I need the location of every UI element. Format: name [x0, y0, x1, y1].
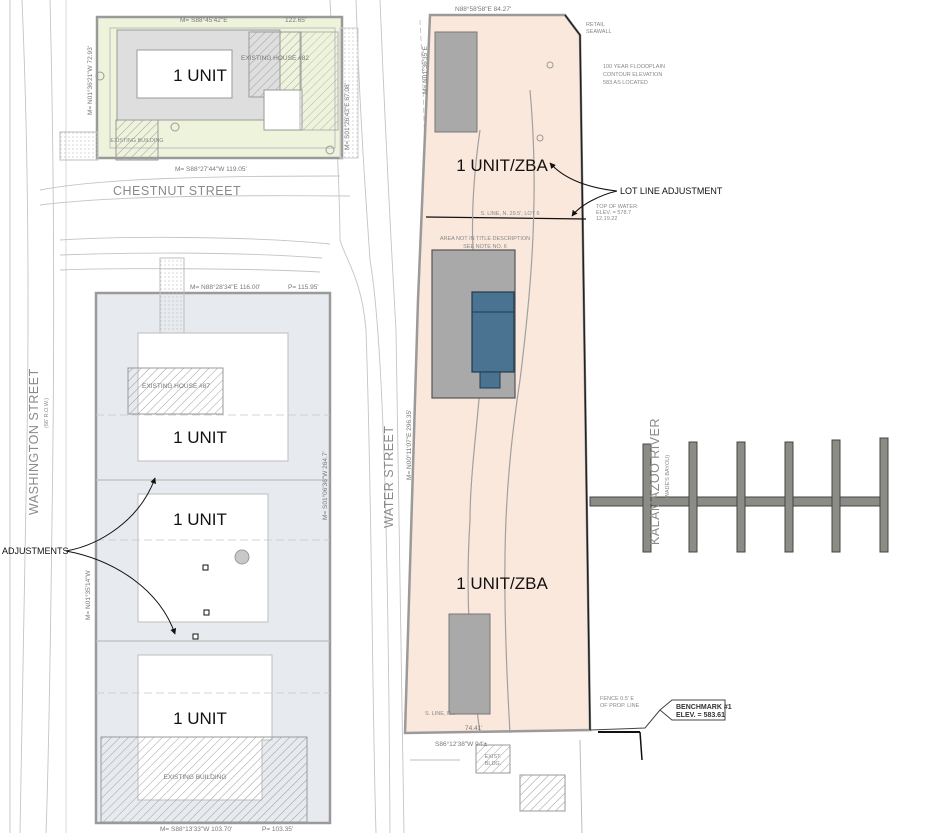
- dim-east-north: N88°58'58"E 84.27': [455, 5, 511, 13]
- dock: [589, 437, 889, 553]
- existing-building-top-label: EXISTING BUILDING: [110, 138, 163, 144]
- dim-top-north-len: 122.65': [285, 17, 306, 24]
- dim-east-south-len: 74.41': [465, 725, 483, 732]
- dim-east-west-mid: M= N00°11'07"E 296.35': [405, 410, 413, 480]
- dim-mid-north: M= N88°28'34"E 116.00': [190, 283, 260, 291]
- benchmark-elev: ELEV. = 583.61: [676, 712, 725, 719]
- dim-mid-south: M= S88°13'33"W 103.70': [160, 825, 232, 833]
- existing-house-82-label: EXISTING HOUSE #82: [241, 55, 309, 62]
- water-street-label: WATER STREET: [382, 425, 396, 528]
- floodplain-note-1: 100 YEAR FLOODPLAIN: [603, 64, 665, 70]
- unit-label-east-1: 1 UNIT/ZBA: [456, 156, 548, 175]
- dim-mid-east: M= S01°06'36"W 264.7': [321, 451, 329, 520]
- floodplain-note-2: CONTOUR ELEVATION: [603, 72, 662, 78]
- dim-top-south: M= S88°27'44"W 119.05': [175, 165, 247, 173]
- west-parcel: 1 UNIT 1 UNIT 1 UNIT EXISTING HOUSE #87 …: [84, 257, 332, 833]
- water-elev-note-2: ELEV. = 578.7: [596, 210, 631, 216]
- floodplain-note-3: 583 AS LOCATED: [603, 80, 648, 86]
- unit-label-north: 1 UNIT: [173, 66, 227, 85]
- north-parcel: 1 UNIT EXISTING HOUSE #82 EXISTING BUILD…: [59, 15, 359, 173]
- existing-small-building: EXIST. BLDG.: [410, 739, 583, 833]
- river-label: KALAMAZOO RIVER: [648, 418, 662, 545]
- benchmark-callout: BENCHMARK #1 ELEV. = 583.61: [589, 699, 732, 761]
- adjustments-label: ADJUSTMENTS: [2, 546, 69, 556]
- dim-east-south: S86°12'38"W 94'±: [435, 740, 488, 748]
- exist-bldg-small-line-1: EXIST.: [485, 754, 502, 760]
- unit-label-east-2: 1 UNIT/ZBA: [456, 574, 548, 593]
- dim-mid-north-p: P= 115.95': [288, 284, 319, 291]
- washington-row-label: (66' R.O.W.): [44, 398, 50, 428]
- chestnut-street-label: CHESTNUT STREET: [113, 184, 241, 198]
- dim-top-west: M= N01°36'21"W 72.93': [86, 46, 94, 115]
- lot-line-adjustment-label: LOT LINE ADJUSTMENT: [620, 186, 723, 196]
- existing-building-bottom-label: EXISTING BUILDING: [164, 774, 227, 781]
- fence-note-2: OF PROP. LINE: [600, 703, 640, 709]
- existing-house-87-label: EXISTING HOUSE #87: [142, 383, 210, 390]
- area-note-line-2: SEE NOTE NO. 6: [463, 244, 507, 250]
- water-elev-note-1: TOP OF WATER: [596, 204, 637, 210]
- retail-seawall-2: SEAWALL: [586, 29, 612, 35]
- unit-label-west-1: 1 UNIT: [173, 428, 227, 447]
- unit-label-west-3: 1 UNIT: [173, 709, 227, 728]
- s-line-bottom: S. LINE, N...: [425, 711, 456, 717]
- dim-mid-south-p: P= 103.35': [262, 826, 293, 833]
- washington-street-label: WASHINGTON STREET: [27, 368, 41, 515]
- s-line-lot6: S. LINE, N. 29.5', LOT 6: [480, 211, 539, 217]
- area-note-line-1: AREA NOT IN TITLE DESCRIPTION: [440, 236, 530, 242]
- dim-top-north: M= S88°45'42"E: [180, 16, 228, 24]
- lot-line-adjustment-callout: LOT LINE ADJUSTMENT: [549, 162, 723, 217]
- fence-note-1: FENCE 0.5' E: [600, 696, 634, 702]
- adjustments-callout: ADJUSTMENTS: [2, 477, 177, 635]
- dim-east-west-top: M= N01°36'35"E: [421, 45, 429, 94]
- water-elev-note-3: 12.19.22: [596, 216, 617, 222]
- exist-bldg-small-line-2: BLDG.: [485, 761, 502, 767]
- river-sub-label: (WADE'S BAYOU): [665, 455, 671, 500]
- benchmark-title: BENCHMARK #1: [676, 704, 732, 711]
- dim-mid-west: M= N01°35'14"W: [84, 569, 92, 620]
- east-parcel: 1 UNIT/ZBA 1 UNIT/ZBA AREA NOT IN TITLE …: [403, 5, 592, 748]
- dim-top-east: M= S01°26'43"E 67.08': [343, 83, 351, 150]
- unit-label-west-2: 1 UNIT: [173, 510, 227, 529]
- retail-seawall-1: RETAIL: [586, 22, 605, 28]
